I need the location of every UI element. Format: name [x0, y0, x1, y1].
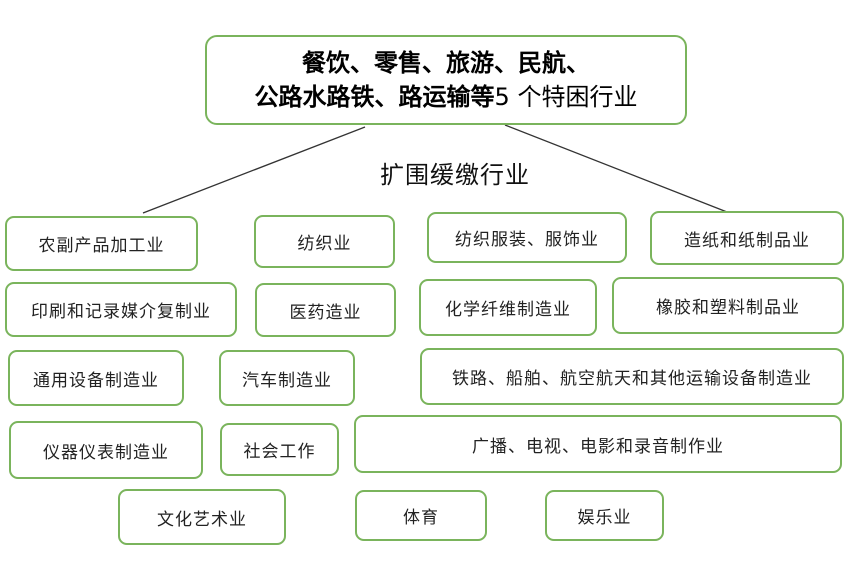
- industry-box-sports: 体育: [355, 490, 487, 541]
- industry-box-rubber-plastic: 橡胶和塑料制品业: [612, 277, 844, 334]
- industry-box-entertainment: 娱乐业: [545, 490, 664, 541]
- industry-box-automobile: 汽车制造业: [219, 350, 355, 406]
- industry-box-instruments: 仪器仪表制造业: [9, 421, 203, 479]
- root-line-2: 公路水路铁、路运输等5 个特困行业: [255, 80, 638, 114]
- root-line-1: 餐饮、零售、旅游、民航、: [302, 49, 590, 77]
- connector-line-left: [142, 126, 366, 214]
- industry-box-textile-apparel: 纺织服装、服饰业: [427, 212, 627, 263]
- industry-box-agri-processing: 农副产品加工业: [5, 216, 198, 271]
- industry-box-printing: 印刷和记录媒介复制业: [5, 282, 237, 337]
- industry-box-textile: 纺织业: [254, 215, 395, 268]
- industry-box-transport-equipment: 铁路、船舶、航空航天和其他运输设备制造业: [420, 348, 844, 405]
- industry-box-pharma: 医药造业: [255, 283, 396, 337]
- root-line-2-bold: 公路水路铁、路运输等: [254, 83, 495, 111]
- industry-box-paper: 造纸和纸制品业: [650, 211, 844, 265]
- connector-line-right: [504, 124, 728, 213]
- industry-box-broadcasting: 广播、电视、电影和录音制作业: [354, 415, 842, 473]
- industry-box-general-equipment: 通用设备制造业: [8, 350, 184, 406]
- branch-label: 扩围缓缴行业: [380, 161, 530, 189]
- industry-box-social-work: 社会工作: [220, 423, 339, 476]
- root-node-special-hardship-industries: 餐饮、零售、旅游、民航、 公路水路铁、路运输等5 个特困行业: [205, 35, 687, 125]
- industry-box-chemical-fiber: 化学纤维制造业: [419, 279, 597, 336]
- root-line-2-rest: 5 个特困行业: [494, 83, 638, 111]
- industry-box-culture-art: 文化艺术业: [118, 489, 286, 545]
